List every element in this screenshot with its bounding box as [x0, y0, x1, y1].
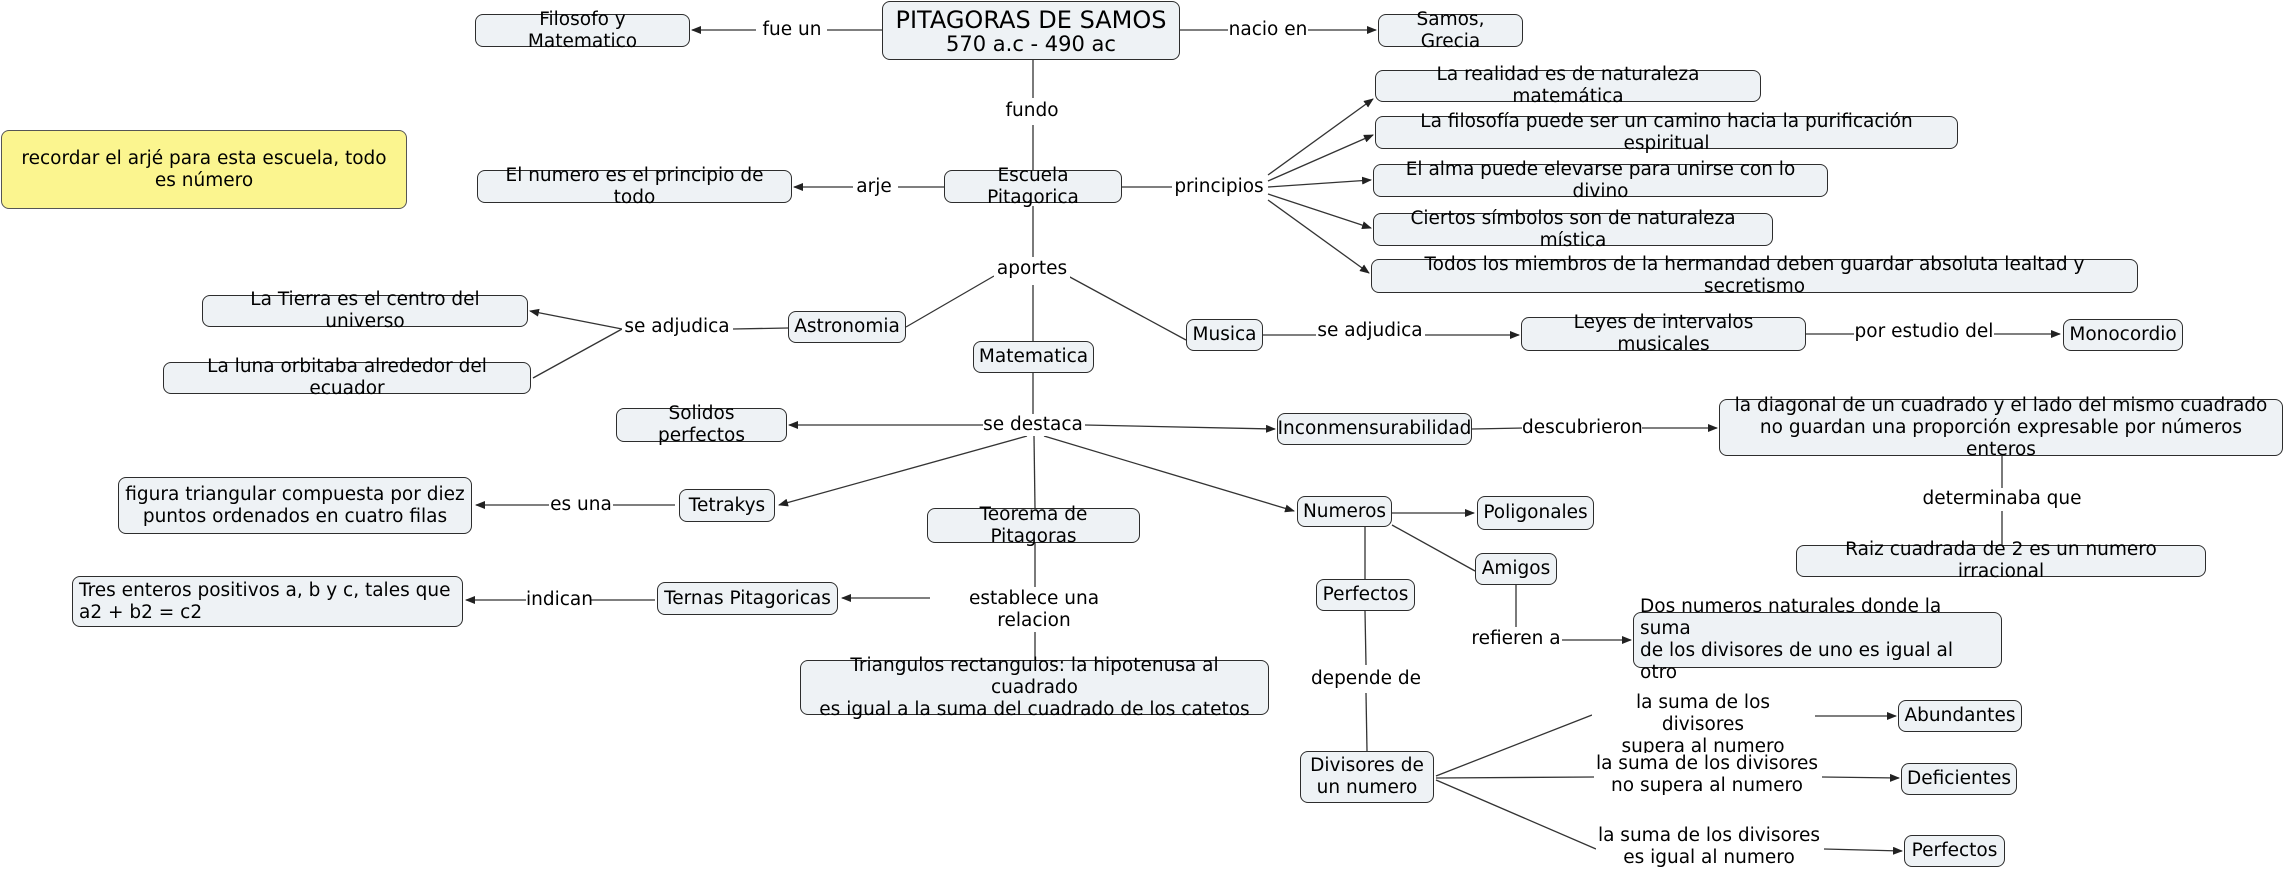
- node-amigos[interactable]: Amigos: [1475, 553, 1557, 585]
- label-descubrieron: descubrieron: [1522, 417, 1643, 439]
- node-ternas[interactable]: Ternas Pitagoricas: [657, 582, 838, 615]
- label-aportes: aportes: [994, 258, 1070, 280]
- label-es-una: es una: [549, 494, 613, 516]
- node-tres-enteros[interactable]: Tres enteros positivos a, b y c, tales q…: [72, 576, 463, 627]
- node-samos[interactable]: Samos, Grecia: [1378, 9, 1523, 52]
- node-triangulos[interactable]: Triangulos rectangulos: la hipotenusa al…: [800, 655, 1269, 720]
- label-determinaba: determinaba que: [1920, 488, 2084, 510]
- node-perfectos-2[interactable]: Perfectos: [1904, 835, 2005, 867]
- note-arje[interactable]: recordar el arjé para esta escuela, todo…: [1, 130, 407, 209]
- node-matematica[interactable]: Matematica: [973, 341, 1094, 373]
- label-establece: establece una relacion: [930, 588, 1138, 632]
- node-musica[interactable]: Musica: [1186, 319, 1263, 351]
- node-figura[interactable]: figura triangular compuesta por diez pun…: [118, 477, 472, 534]
- central-node[interactable]: PITAGORAS DE SAMOS 570 a.c - 490 ac: [882, 1, 1180, 60]
- central-subtitle: 570 a.c - 490 ac: [946, 31, 1116, 56]
- label-no-supera: la suma de los divisores no supera al nu…: [1594, 753, 1820, 797]
- node-monocordio[interactable]: Monocordio: [2063, 319, 2183, 351]
- label-se-adjudica-musica: se adjudica: [1316, 320, 1424, 342]
- node-dos-numeros[interactable]: Dos numeros naturales donde la suma de l…: [1633, 596, 2002, 683]
- node-principio-4[interactable]: Ciertos símbolos son de naturaleza místi…: [1373, 208, 1773, 251]
- node-escuela[interactable]: Escuela Pitagorica: [944, 165, 1122, 208]
- node-solidos[interactable]: Solidos perfectos: [616, 403, 787, 446]
- node-astronomia[interactable]: Astronomia: [788, 311, 906, 343]
- label-refieren: refieren a: [1470, 628, 1562, 650]
- label-por-estudio: por estudio del: [1854, 321, 1994, 343]
- node-leyes[interactable]: Leyes de intervalos musicales: [1521, 312, 1806, 355]
- node-perfectos[interactable]: Perfectos: [1316, 579, 1415, 611]
- label-se-adjudica-astronomia: se adjudica: [622, 316, 732, 338]
- label-supera: la suma de los divisores supera al numer…: [1592, 692, 1814, 758]
- label-indican: indican: [526, 589, 593, 611]
- label-se-destaca: se destaca: [983, 414, 1083, 436]
- node-principio-2[interactable]: La filosofía puede ser un camino hacia l…: [1375, 111, 1958, 154]
- node-teorema[interactable]: Teorema de Pitagoras: [927, 504, 1140, 547]
- label-igual: la suma de los divisores es igual al num…: [1596, 825, 1822, 869]
- node-tierra[interactable]: La Tierra es el centro del universo: [202, 289, 528, 332]
- node-tetrakys[interactable]: Tetrakys: [679, 489, 775, 522]
- central-title: PITAGORAS DE SAMOS: [895, 5, 1167, 34]
- label-arje: arje: [853, 176, 895, 198]
- node-raiz[interactable]: Raiz cuadrada de 2 es un numero irracion…: [1796, 539, 2206, 582]
- label-nacio-en: nacio en: [1228, 19, 1308, 41]
- node-principio-5[interactable]: Todos los miembros de la hermandad deben…: [1371, 254, 2138, 297]
- node-numeros[interactable]: Numeros: [1297, 496, 1392, 527]
- node-numero-principio[interactable]: El numero es el principio de todo: [477, 165, 792, 208]
- node-deficientes[interactable]: Deficientes: [1901, 763, 2017, 795]
- label-principios: principios: [1172, 176, 1266, 198]
- node-poligonales[interactable]: Poligonales: [1477, 496, 1594, 530]
- node-filosofo[interactable]: Filosofo y Matematico: [475, 9, 690, 52]
- node-inconmensurabilidad[interactable]: Inconmensurabilidad: [1277, 413, 1472, 445]
- node-principio-1[interactable]: La realidad es de naturaleza matemática: [1375, 64, 1761, 107]
- node-abundantes[interactable]: Abundantes: [1898, 700, 2022, 732]
- label-fundo: fundo: [1000, 100, 1064, 122]
- node-diagonal[interactable]: la diagonal de un cuadrado y el lado del…: [1719, 395, 2283, 460]
- node-principio-3[interactable]: El alma puede elevarse para unirse con l…: [1373, 159, 1828, 202]
- node-divisores[interactable]: Divisores de un numero: [1300, 751, 1434, 803]
- node-luna[interactable]: La luna orbitaba alrededor del ecuador: [163, 356, 531, 399]
- label-depende: depende de: [1308, 668, 1424, 690]
- label-fue-un: fue un: [758, 19, 826, 41]
